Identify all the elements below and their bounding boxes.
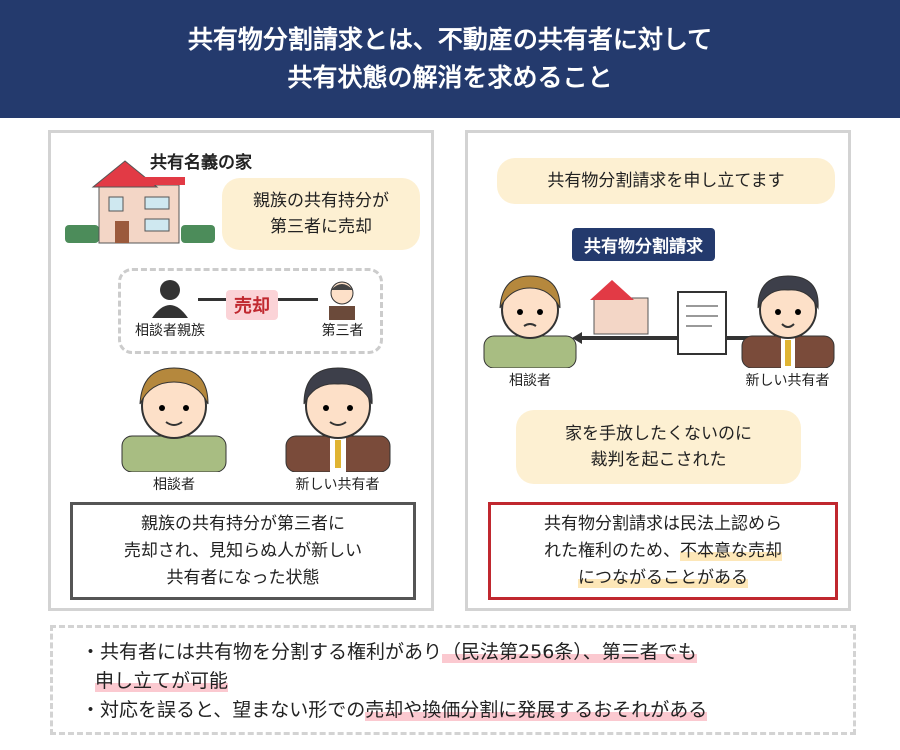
bubble-line: 裁判を起こされた bbox=[590, 450, 727, 470]
right-new-owner-icon bbox=[741, 275, 835, 368]
right-new-owner-label: 新しい共有者 bbox=[745, 373, 830, 389]
summary-line: 共有物分割請求は民法上認めら bbox=[544, 513, 782, 534]
speech-bubble-worry: 家を手放したくないのに裁判を起こされた bbox=[516, 410, 801, 484]
right-summary-box: 共有物分割請求は民法上認めら れた権利のため、不本意な売却 につながることがある bbox=[488, 502, 838, 600]
house-and-document-icon bbox=[572, 280, 750, 355]
highlight-text: 売却や換価分割に発展するおそれがある bbox=[365, 699, 708, 721]
bubble-line: 家を手放したくないのに bbox=[565, 424, 752, 444]
highlight-text: （民法第256条）、第三者でも bbox=[442, 641, 697, 663]
highlight-text: につながることがある bbox=[578, 567, 748, 588]
third-party-icon bbox=[329, 281, 355, 320]
left-summary-box: 親族の共有持分が第三者に売却され、見知らぬ人が新しい共有者になった状態 bbox=[70, 502, 416, 600]
key-points-box: ・共有者には共有物を分割する権利があり（民法第256条）、第三者でも 申し立てが… bbox=[50, 625, 856, 735]
sale-diagram bbox=[118, 268, 383, 354]
claim-tag: 共有物分割請求 bbox=[572, 228, 715, 261]
bubble-line: 親族の共有持分が bbox=[253, 191, 389, 211]
summary-line: 親族の共有持分が第三者に bbox=[141, 513, 345, 534]
summary-line: 共有者になった状態 bbox=[166, 567, 320, 588]
client-label: 相談者 bbox=[153, 477, 195, 493]
relative-label: 相談者親族 bbox=[135, 323, 205, 339]
new-owner-person-icon bbox=[285, 367, 391, 472]
title-line-2: 共有状態の解消を求めること bbox=[287, 63, 613, 92]
right-panel bbox=[465, 130, 851, 611]
relative-silhouette-icon bbox=[152, 280, 188, 318]
title-line-1: 共有物分割請求とは、不動産の共有者に対して bbox=[187, 25, 713, 54]
client-person-icon bbox=[121, 367, 227, 472]
house-icon bbox=[65, 160, 215, 244]
right-client-label: 相談者 bbox=[509, 373, 551, 389]
summary-line: 売却され、見知らぬ人が新しい bbox=[123, 540, 363, 561]
header-title: 共有物分割請求とは、不動産の共有者に対して 共有状態の解消を求めること bbox=[0, 0, 900, 118]
bubble-line: 第三者に売却 bbox=[270, 217, 372, 237]
speech-bubble-sale: 親族の共有持分が第三者に売却 bbox=[222, 178, 420, 250]
highlight-text: 申し立てが可能 bbox=[95, 670, 229, 692]
point-text: ・共有者には共有物を分割する権利があり bbox=[81, 641, 443, 663]
highlight-text: 不本意な売却 bbox=[680, 540, 782, 561]
house-title: 共有名義の家 bbox=[150, 153, 252, 173]
third-party-label: 第三者 bbox=[321, 323, 364, 339]
summary-line: れた権利のため、 bbox=[544, 540, 680, 561]
client-worried-icon bbox=[483, 275, 577, 368]
left-panel bbox=[48, 130, 434, 611]
sale-label: 売却 bbox=[226, 290, 278, 320]
new-owner-label: 新しい共有者 bbox=[295, 477, 380, 493]
point-text: ・対応を誤ると、望まない形での bbox=[81, 699, 366, 721]
speech-bubble-claim: 共有物分割請求を申し立てます bbox=[497, 158, 835, 204]
